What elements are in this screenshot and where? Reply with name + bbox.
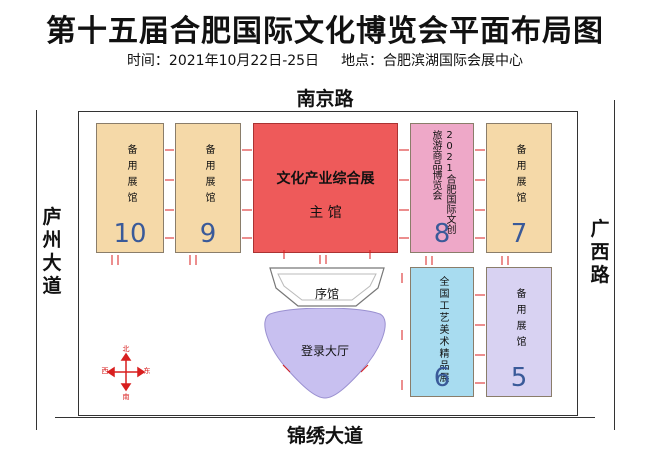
road-south: 锦绣大道 bbox=[286, 425, 363, 447]
main-hall-sub: 主 馆 bbox=[309, 205, 342, 221]
hall-7[interactable]: 备用展馆 7 bbox=[486, 123, 552, 253]
prelude-hall[interactable] bbox=[268, 266, 386, 310]
main-hall[interactable]: 文化产业综合展 主 馆 bbox=[253, 123, 398, 253]
lobby[interactable] bbox=[262, 308, 388, 400]
venue-boundary bbox=[78, 111, 578, 416]
hall-9-label: 备用展馆 bbox=[203, 144, 214, 208]
hall-9[interactable]: 备用展馆 9 bbox=[175, 123, 241, 253]
map-title: 第十五届合肥国际文化博览会平面布局图 bbox=[46, 14, 604, 49]
road-west-line bbox=[36, 110, 37, 430]
hall-10-label: 备用展馆 bbox=[125, 144, 136, 208]
hall-7-number: 7 bbox=[510, 219, 528, 249]
compass-north: 北 bbox=[122, 345, 130, 353]
location-text: 地点：合肥滨湖国际会展中心 bbox=[341, 53, 524, 69]
road-north: 南京路 bbox=[296, 88, 354, 110]
compass-south: 南 bbox=[122, 393, 130, 401]
time-text: 时间：2021年10月22日-25日 bbox=[126, 53, 320, 69]
lobby-label: 登录大厅 bbox=[300, 344, 349, 358]
hall-7-label: 备用展馆 bbox=[514, 144, 525, 208]
hall-8-number: 8 bbox=[433, 219, 451, 249]
hall-8-label-2: 旅游商品博览会 bbox=[430, 130, 441, 200]
hall-5-label: 备用展馆 bbox=[514, 288, 525, 352]
hall-6-label: 全国工艺美术精品展 bbox=[437, 276, 448, 384]
prelude-hall-label: 序馆 bbox=[314, 287, 339, 301]
hall-9-number: 9 bbox=[199, 219, 217, 249]
main-hall-label: 文化产业综合展 bbox=[276, 171, 375, 187]
map-subtitle: 时间：2021年10月22日-25日 地点：合肥滨湖国际会展中心 bbox=[0, 50, 650, 70]
hall-6-number: 6 bbox=[433, 363, 451, 393]
road-west: 庐州大道 bbox=[42, 206, 62, 297]
hall-8[interactable]: 2021合肥国际文创 旅游商品博览会 8 bbox=[410, 123, 474, 253]
compass-east: 东 bbox=[143, 367, 151, 375]
hall-5-number: 5 bbox=[510, 363, 528, 393]
hall-8-label: 2021合肥国际文创 旅游商品博览会 bbox=[429, 130, 455, 234]
road-east: 广西路 bbox=[590, 218, 610, 286]
hall-5[interactable]: 备用展馆 5 bbox=[486, 267, 552, 397]
hall-6[interactable]: 全国工艺美术精品展 6 bbox=[410, 267, 474, 397]
road-south-line bbox=[55, 417, 595, 418]
compass-icon bbox=[106, 352, 146, 392]
compass-west: 西 bbox=[101, 367, 109, 375]
road-east-line bbox=[614, 100, 615, 430]
hall-10[interactable]: 备用展馆 10 bbox=[96, 123, 164, 253]
hall-10-number: 10 bbox=[113, 219, 147, 249]
hall-8-label-1: 2021合肥国际文创 bbox=[444, 130, 455, 234]
